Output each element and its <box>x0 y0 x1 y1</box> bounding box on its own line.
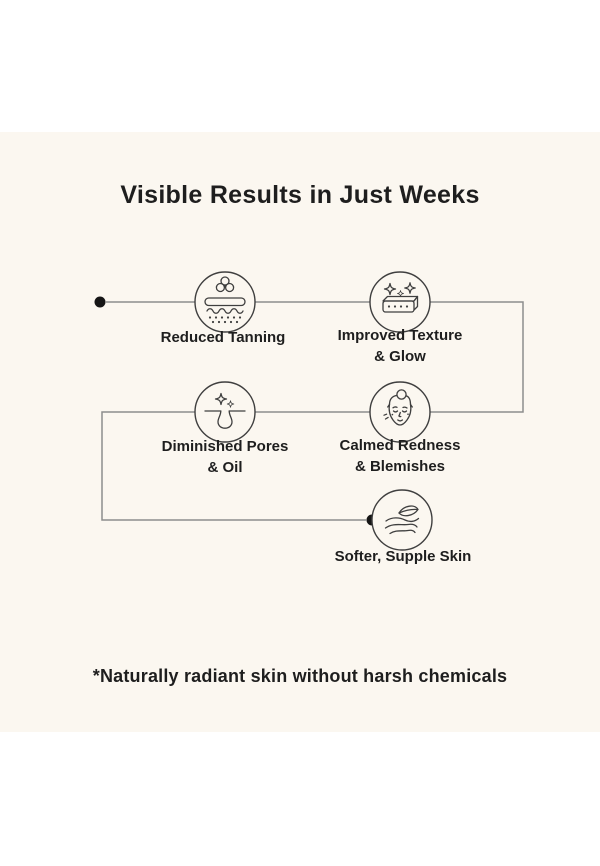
node-circle-softer-skin <box>371 489 433 551</box>
benefit-label-diminished-pores-oil: Diminished Pores & Oil <box>161 438 289 476</box>
benefit-label-reduced-tanning: Reduced Tanning <box>160 329 286 346</box>
softer-supple-skin-icon <box>384 505 420 535</box>
calmed-redness-blemishes-icon <box>383 389 413 426</box>
node-circle-diminished-pores <box>194 381 256 443</box>
node-circle-improved-texture <box>369 271 431 333</box>
connector-lines <box>101 301 524 521</box>
benefit-label-softer-supple-skin: Softer, Supple Skin <box>334 548 472 565</box>
page-title: Visible Results in Just Weeks <box>120 181 480 209</box>
improved-texture-glow-icon <box>382 282 419 313</box>
benefit-label-calmed-redness-blemishes: Calmed Redness & Blemishes <box>339 437 461 475</box>
benefit-label-improved-texture-glow: Improved Texture & Glow <box>337 327 463 365</box>
reduced-tanning-icon <box>204 276 246 324</box>
path-start-dot <box>94 296 106 308</box>
cream-panel <box>0 132 600 732</box>
diminished-pores-oil-icon <box>204 392 246 429</box>
footnote-text: *Naturally radiant skin without harsh ch… <box>92 666 508 686</box>
